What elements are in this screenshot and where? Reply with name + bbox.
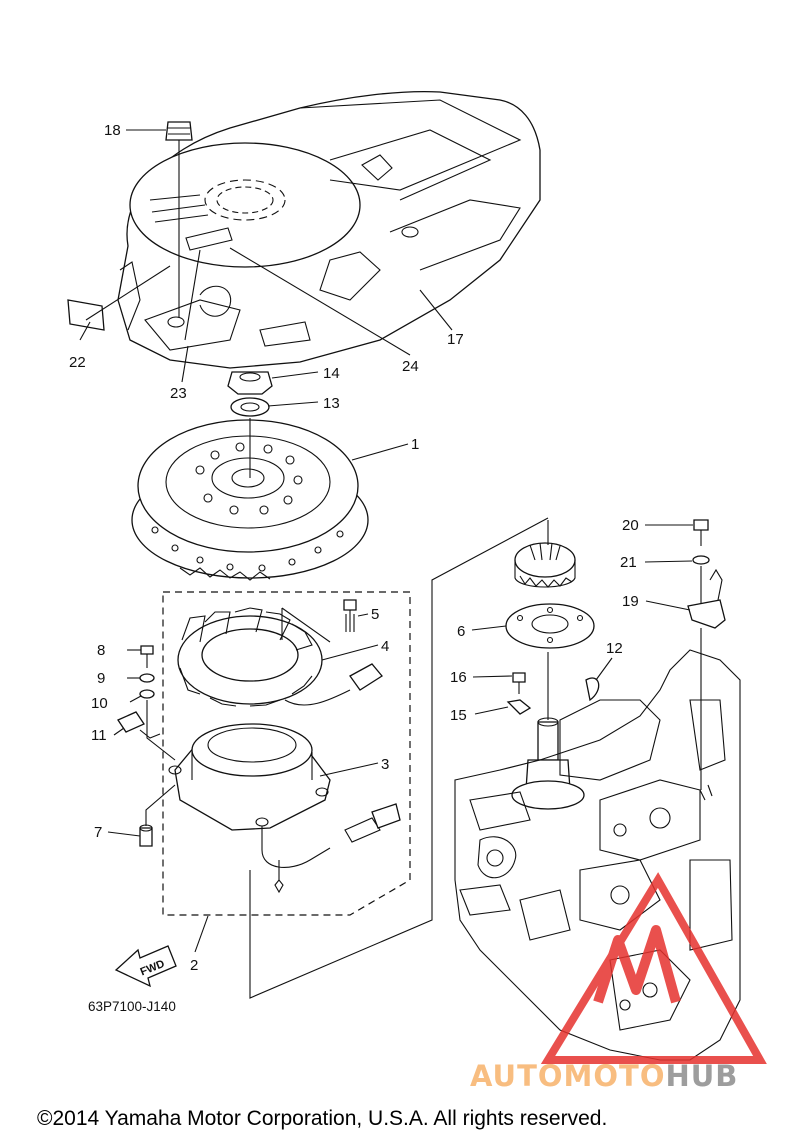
callout-7: 7 (94, 824, 102, 841)
bolt-20 (693, 519, 709, 546)
callout-24: 24 (402, 358, 419, 375)
bolt-5-guide (281, 607, 331, 643)
drive-gear (514, 542, 576, 588)
callout-2: 2 (190, 957, 198, 974)
washer-9 (139, 673, 155, 683)
washer-13 (230, 397, 270, 417)
key-12 (585, 677, 600, 702)
bolt-8 (140, 645, 154, 668)
callout-17: 17 (447, 331, 464, 348)
callout-12: 12 (606, 640, 623, 657)
plate-6 (505, 603, 595, 649)
stator-assembly-boundary (162, 591, 411, 916)
callout-18: 18 (104, 122, 121, 139)
guide-22 (85, 265, 171, 321)
nut-14 (227, 371, 273, 395)
callout-4: 4 (381, 638, 389, 655)
pulser-15 (506, 699, 532, 715)
callout-14: 14 (323, 365, 340, 382)
callout-13: 13 (323, 395, 340, 412)
callout-23: 23 (170, 385, 187, 402)
flywheel-cover (117, 91, 541, 369)
callout-10: 10 (91, 695, 108, 712)
washer-21 (692, 555, 710, 565)
clamp-11 (117, 711, 161, 739)
callout-20: 20 (622, 517, 639, 534)
collar-7 (139, 824, 153, 847)
guide-8-to-base (146, 700, 176, 761)
callout-22: 22 (69, 354, 86, 371)
callout-11: 11 (91, 727, 107, 744)
flywheel-rotor (131, 418, 369, 581)
part-code: 63P7100-J140 (88, 999, 176, 1014)
stator-coil (177, 607, 383, 707)
callout-6: 6 (457, 623, 465, 640)
guide-7 (145, 784, 176, 826)
guide-23 (184, 249, 201, 341)
callout-1: 1 (411, 436, 419, 453)
decal-22 (67, 299, 105, 331)
assembly-guide-line (249, 517, 549, 999)
callout-21: 21 (620, 554, 637, 571)
sensor-19 (687, 568, 726, 629)
bolt-16 (512, 672, 526, 694)
leader-lines (79, 129, 693, 953)
callout-19: 19 (622, 593, 639, 610)
watermark-m-glyph (593, 925, 681, 1004)
washer-10 (139, 689, 155, 699)
watermark-text: AUTOMOTOHUB (470, 1059, 738, 1093)
callout-3: 3 (381, 756, 389, 773)
bolt-5 (343, 599, 357, 632)
callout-16: 16 (450, 669, 467, 686)
callout-9: 9 (97, 670, 105, 687)
fwd-arrow: FWD (114, 945, 177, 988)
callout-8: 8 (97, 642, 105, 659)
grommet-18 (165, 121, 193, 318)
callout-15: 15 (450, 707, 467, 724)
watermark-triangle (540, 872, 767, 1064)
copyright-notice: ©2014 Yamaha Motor Corporation, U.S.A. A… (37, 1107, 607, 1130)
stator-base (168, 723, 401, 894)
crankshaft (511, 520, 585, 810)
automotohub-watermark: AUTOMOTOHUB (470, 872, 767, 1093)
callout-5: 5 (371, 606, 379, 623)
